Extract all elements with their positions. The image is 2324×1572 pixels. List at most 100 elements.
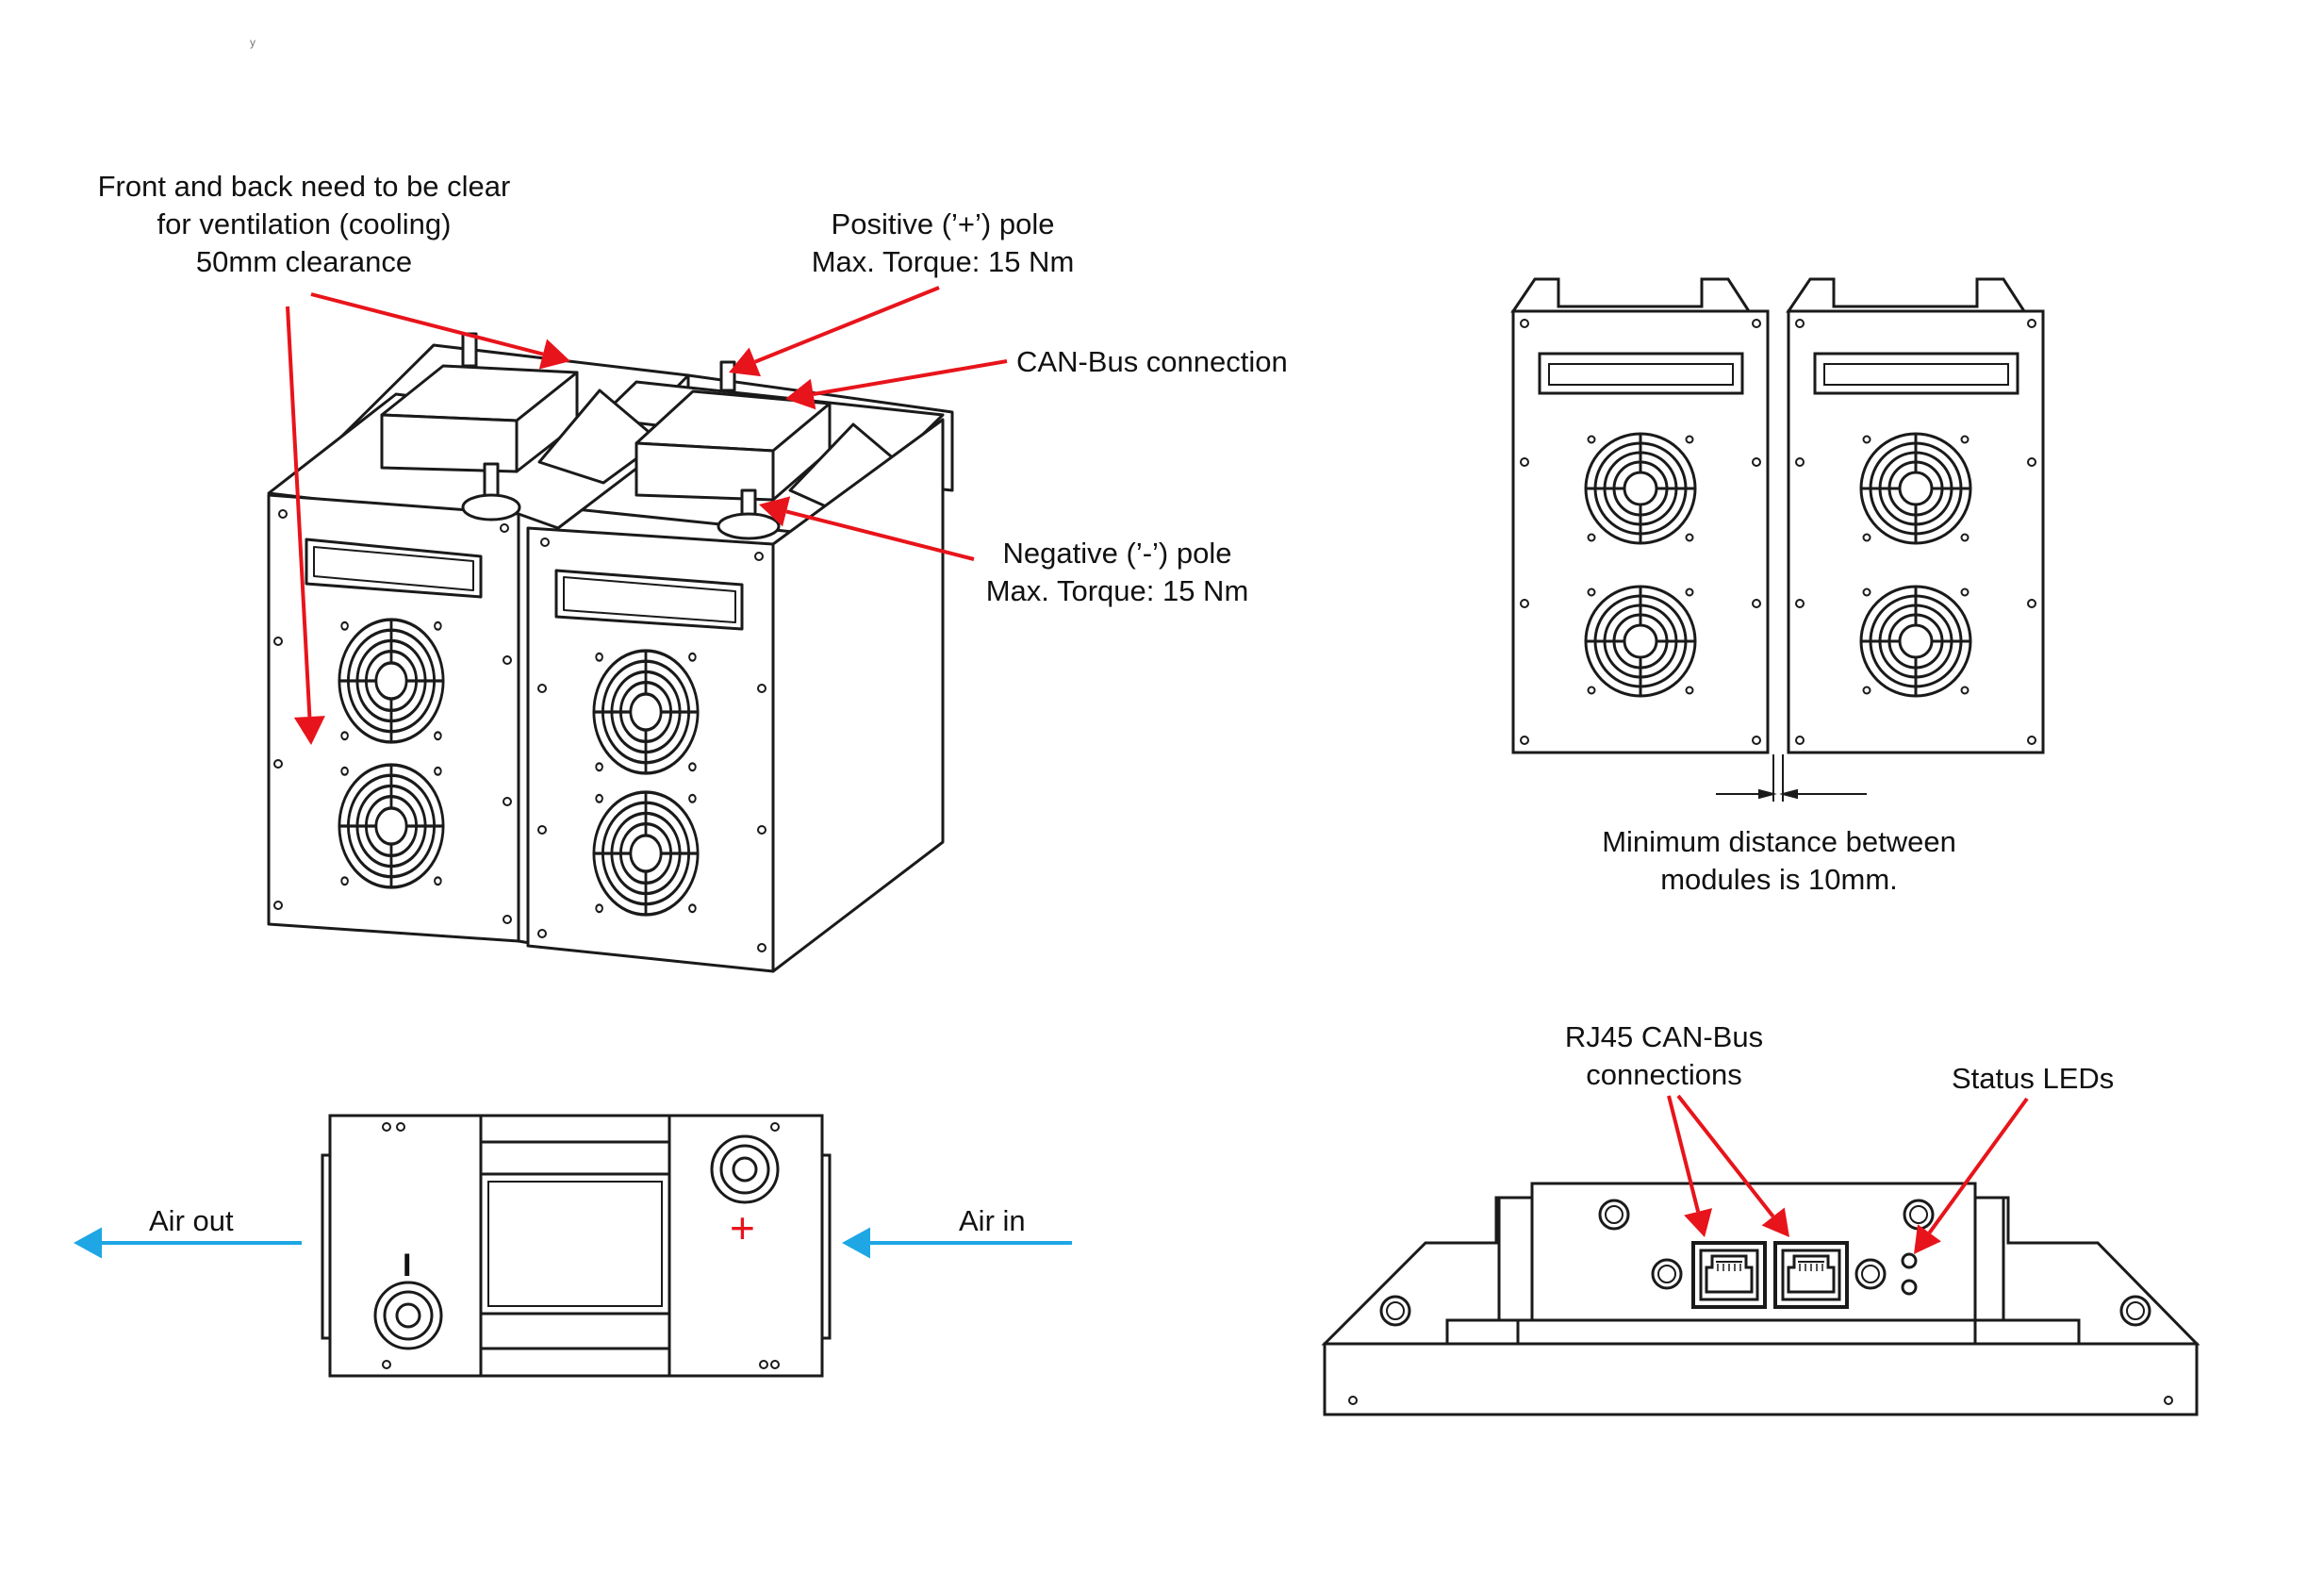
airflow-arrows-blue xyxy=(74,1227,1072,1259)
fastener-dot xyxy=(2027,736,2036,745)
fastener-dot xyxy=(757,943,766,952)
fastener-dot xyxy=(2027,457,2036,467)
fastener-dot xyxy=(2027,319,2036,328)
fastener-dot xyxy=(278,509,288,519)
air-in-label: Air in xyxy=(959,1204,1026,1237)
fastener-dot xyxy=(1348,1396,1358,1405)
top-view-module xyxy=(321,1114,832,1378)
positive-pole-note: Positive (’+’) pole Max. Torque: 15 Nm xyxy=(801,206,1084,281)
min-distance-note: Minimum distance between modules is 10mm… xyxy=(1576,823,1982,899)
mount-screw-icon xyxy=(2119,1295,2151,1327)
fan-grille-icon xyxy=(1584,585,1697,698)
min-distance-line-1: Minimum distance between xyxy=(1602,825,1956,858)
fastener-dot xyxy=(503,655,512,665)
fan-grille-icon xyxy=(592,790,700,917)
fastener-dot xyxy=(382,1360,391,1369)
fastener-dot xyxy=(537,929,547,938)
ventilation-note: Front and back need to be clear for vent… xyxy=(85,168,523,281)
rj45-note: RJ45 CAN-Bus connections xyxy=(1546,1018,1782,1094)
positive-pole-line-1: Positive (’+’) pole xyxy=(831,207,1055,240)
fastener-dot xyxy=(1752,457,1761,467)
fastener-dot xyxy=(537,684,547,693)
mount-screw-icon xyxy=(1598,1199,1630,1231)
fastener-dot xyxy=(503,915,512,924)
arrow-icon xyxy=(754,286,940,364)
arrow-icon xyxy=(1667,1095,1701,1213)
arrowhead-icon xyxy=(74,1227,102,1259)
arrow-icon xyxy=(1676,1094,1775,1218)
canbus-note: CAN-Bus connection xyxy=(1016,345,1288,378)
positive-pole-line-2: Max. Torque: 15 Nm xyxy=(811,245,1075,278)
status-leds-note: Status LEDs xyxy=(1952,1062,2115,1095)
fastener-dot xyxy=(2027,599,2036,608)
mount-screw-icon xyxy=(1854,1258,1887,1290)
arrowhead-icon xyxy=(729,347,761,377)
rj45-port-icon xyxy=(1773,1241,1849,1309)
negative-pole-note: Negative (’-’) pole Max. Torque: 15 Nm xyxy=(976,535,1259,610)
fastener-dot xyxy=(770,1122,780,1132)
rj45-line-2: connections xyxy=(1586,1058,1742,1091)
fan-grille-icon xyxy=(1584,432,1697,545)
fastener-dot xyxy=(1795,736,1805,745)
stray-mark: y xyxy=(250,36,255,49)
fastener-dot xyxy=(1795,457,1805,467)
fastener-dot xyxy=(770,1360,780,1369)
arrowhead-icon xyxy=(293,716,325,745)
fastener-dot xyxy=(1752,736,1761,745)
fastener-dot xyxy=(382,1122,391,1132)
arrowhead-icon xyxy=(1684,1208,1713,1237)
arrow-icon xyxy=(310,292,544,356)
fastener-dot xyxy=(396,1122,405,1132)
fastener-dot xyxy=(500,523,509,533)
fastener-dot xyxy=(273,637,283,646)
fastener-dot xyxy=(1752,599,1761,608)
negative-pole-line-2: Max. Torque: 15 Nm xyxy=(985,574,1249,607)
arrowhead-icon xyxy=(538,339,570,370)
fastener-dot xyxy=(1795,319,1805,328)
fastener-dot xyxy=(754,552,764,561)
fan-grille-icon xyxy=(592,649,700,775)
ventilation-line-3: 50mm clearance xyxy=(195,245,413,278)
status-led-icon xyxy=(1901,1252,1918,1296)
fastener-dot xyxy=(1520,319,1529,328)
fan-grille-icon xyxy=(338,763,445,889)
negative-pole-line-1: Negative (’-’) pole xyxy=(1002,537,1232,570)
fan-grille-icon xyxy=(1859,585,1972,698)
rj45-line-1: RJ45 CAN-Bus xyxy=(1564,1020,1764,1053)
fan-grille-icon xyxy=(1859,432,1972,545)
fastener-dot xyxy=(757,684,766,693)
arrowhead-icon xyxy=(1914,1224,1941,1254)
fastener-dot xyxy=(759,1360,768,1369)
distance-dimension xyxy=(1716,754,1867,802)
air-out-label: Air out xyxy=(149,1204,234,1237)
arrowhead-icon xyxy=(759,496,791,527)
mount-screw-icon xyxy=(1651,1258,1683,1290)
arrowhead-icon xyxy=(1761,1207,1789,1237)
connector-panel xyxy=(1321,1182,2200,1416)
fastener-dot xyxy=(757,825,766,835)
fastener-dot xyxy=(1520,599,1529,608)
fastener-dot xyxy=(2164,1396,2173,1405)
ventilation-line-1: Front and back need to be clear xyxy=(97,170,511,203)
ventilation-line-2: for ventilation (cooling) xyxy=(157,207,452,240)
min-distance-line-2: modules is 10mm. xyxy=(1660,863,1898,896)
fastener-dots xyxy=(273,319,2173,1405)
callout-arrows-red xyxy=(286,286,2029,1254)
fan-grille-icon xyxy=(338,618,445,744)
positive-terminal-mark: + xyxy=(730,1203,755,1252)
fastener-dot xyxy=(1795,599,1805,608)
arrow-icon xyxy=(1927,1097,2029,1234)
fastener-dot xyxy=(537,825,547,835)
fastener-dot xyxy=(1520,736,1529,745)
mount-screw-icon xyxy=(1903,1199,1935,1231)
fastener-dot xyxy=(1752,319,1761,328)
fastener-dot xyxy=(540,538,550,547)
arrow-icon xyxy=(286,306,312,718)
fastener-dot xyxy=(273,901,283,910)
negative-terminal-mark: I xyxy=(403,1248,412,1283)
rj45-port-icon xyxy=(1691,1241,1767,1309)
arrow-icon xyxy=(813,359,1008,396)
arrowhead-icon xyxy=(842,1227,870,1259)
arrow-icon xyxy=(785,509,975,561)
